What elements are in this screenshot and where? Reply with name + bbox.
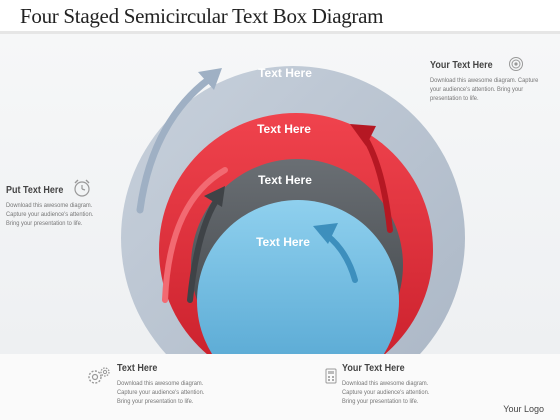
arrow-outer-head <box>198 68 222 90</box>
logo-text: Your Logo <box>503 404 544 414</box>
callout-body: Download this awesome diagram. Capture y… <box>342 380 430 405</box>
ring-label-4: Text Here <box>256 235 310 249</box>
floor <box>0 354 560 420</box>
callout-body: Download this awesome diagram. Capture y… <box>117 380 205 405</box>
title-divider <box>0 31 560 34</box>
ring-4 <box>197 200 399 354</box>
callout-heading: Text Here <box>117 363 158 374</box>
ring-label-2: Text Here <box>257 122 311 136</box>
ring-label-3: Text Here <box>258 173 312 187</box>
callout-body: Download this awesome diagram. Capture y… <box>430 77 539 102</box>
gears-icon <box>88 367 110 384</box>
ring-label-1: Text Here <box>258 66 312 80</box>
callout-heading: Your Text Here <box>342 363 405 374</box>
callout-bottom-left: Text Here Download this awesome diagram.… <box>117 363 237 406</box>
alarm-clock-icon <box>74 179 90 197</box>
arrow-blue-head <box>313 223 338 244</box>
callout-body: Download this awesome diagram. Capture y… <box>6 202 94 227</box>
page-title: Four Staged Semicircular Text Box Diagra… <box>20 4 384 28</box>
callout-heading: Your Text Here <box>430 60 493 71</box>
callout-top-right: Your Text Here Download this awesome dia… <box>430 60 555 103</box>
arrow-red <box>162 167 228 303</box>
calculator-icon <box>325 368 337 384</box>
callout-left: Put Text Here Download this awesome diag… <box>6 185 116 228</box>
target-icon <box>509 57 523 71</box>
arrow-gray-head <box>204 186 225 207</box>
callout-bottom-right: Your Text Here Download this awesome dia… <box>342 363 462 406</box>
callout-heading: Put Text Here <box>6 185 64 196</box>
arrow-outer <box>136 71 219 214</box>
arrow-red-right-head <box>350 124 376 146</box>
